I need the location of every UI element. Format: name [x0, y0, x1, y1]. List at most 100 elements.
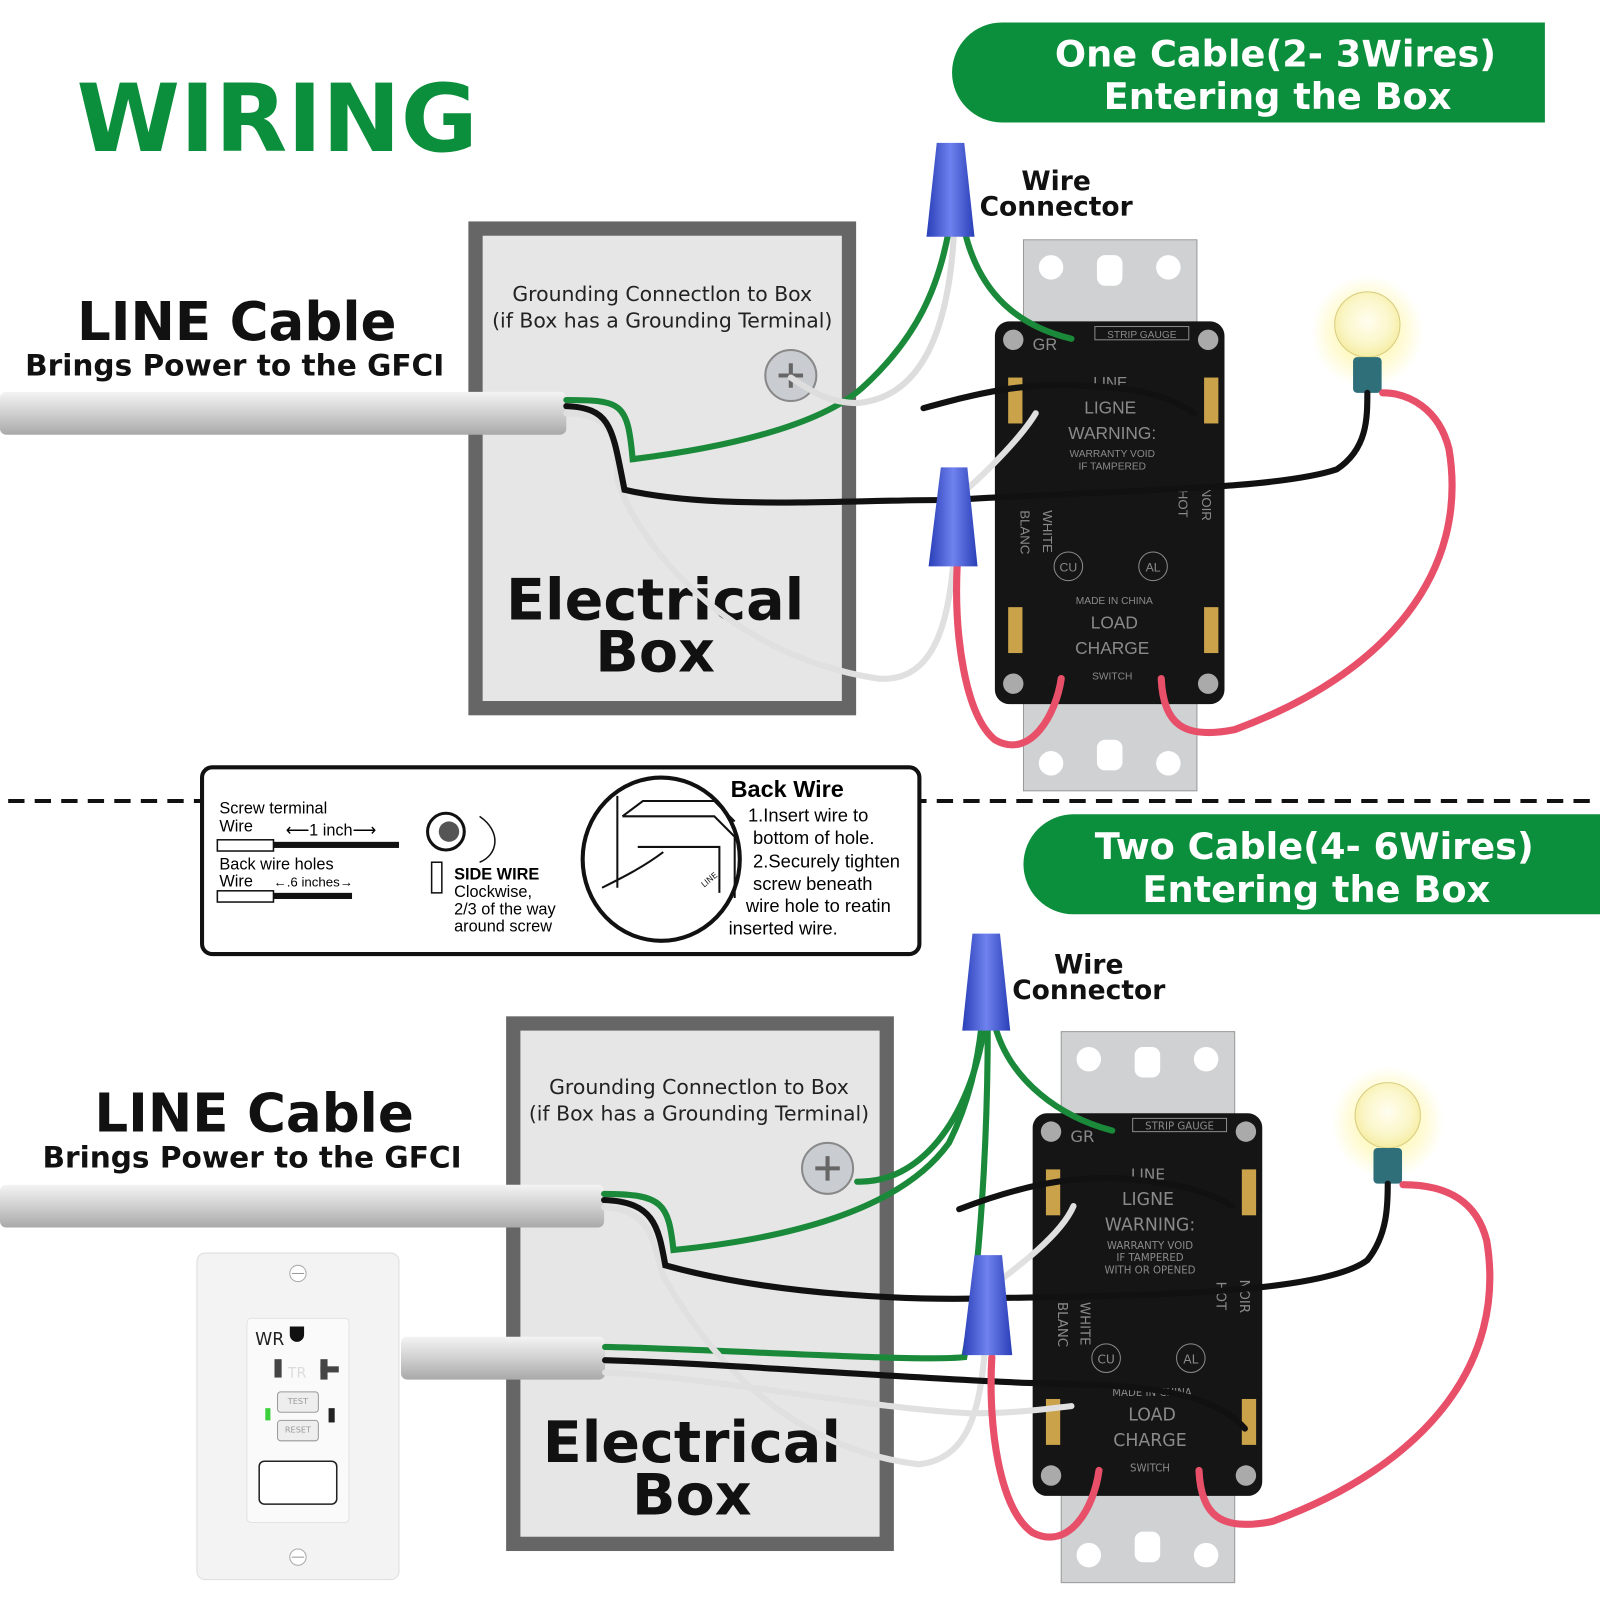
load-cable — [401, 1336, 606, 1380]
side-wire-line2: 2/3 of the way — [454, 900, 556, 918]
warning-label: WARNING: — [1105, 1216, 1195, 1236]
al-label: AL — [1146, 560, 1161, 574]
back-wire-illustration: LINE — [580, 775, 742, 943]
reset-label: RESET — [285, 1425, 311, 1435]
warranty-label-1: WARRANTY VOID — [1107, 1241, 1193, 1252]
cu-label: CU — [1060, 560, 1078, 574]
bottom-banner — [1023, 814, 1600, 915]
warranty-label-2: IF TAMPERED — [1116, 1253, 1183, 1264]
bottom-banner-line1: Two Cable(4- 6Wires) — [1095, 825, 1534, 868]
light-bulb-icon — [1311, 275, 1424, 393]
box-label-line2: Box — [632, 1462, 752, 1528]
white-label: WHITE — [1077, 1302, 1092, 1345]
test-label: TEST — [287, 1396, 308, 1406]
back-wire-line4: screw beneath — [753, 873, 872, 894]
made-in-label: MADE IN CHINA — [1076, 596, 1153, 607]
blanc-label: BLANC — [1017, 510, 1032, 555]
box-label-line2: Box — [595, 619, 715, 685]
wire-connector-icon — [928, 467, 978, 567]
blanc-label: BLANC — [1054, 1302, 1069, 1347]
line-cable — [0, 1184, 605, 1228]
strip-gauge-label: STRIP GAUGE — [1107, 330, 1177, 341]
electrical-box — [506, 1016, 894, 1552]
top-banner-line1: One Cable(2- 3Wires) — [1055, 32, 1496, 75]
gr-label: GR — [1033, 336, 1058, 354]
page-title: WIRING — [77, 65, 478, 174]
switch-label: SWITCH — [1092, 672, 1132, 683]
back-wire-title: Back Wire — [731, 776, 844, 802]
gfci-outlet-front: WR TR TEST RESET — [196, 1252, 400, 1581]
ligne-label: LIGNE — [1084, 397, 1136, 417]
screw-terminal-label: Screw terminal — [219, 799, 327, 817]
back-wire-line2: bottom of hole. — [753, 827, 874, 848]
instruction-panel: Screw terminal Wire ⟵1 inch⟶ Back wire h… — [200, 765, 922, 957]
white-label: WHITE — [1040, 510, 1055, 553]
grounding-note-line2: (if Box has a Grounding Terminal) — [492, 309, 832, 333]
wire-connector-label-line2: Connector — [980, 191, 1133, 222]
side-wire-line3: around screw — [454, 918, 552, 936]
charge-label: CHARGE — [1075, 638, 1149, 658]
back-wire-line5: wire hole to reatin — [745, 895, 891, 916]
warranty-label-3: WITH OR OPENED — [1104, 1265, 1195, 1276]
grounding-note-line1: Grounding Connectlon to Box — [512, 282, 812, 306]
top-banner-line2: Entering the Box — [1104, 75, 1452, 118]
warranty-label-1: WARRANTY VOID — [1070, 449, 1155, 460]
wire-connector-icon — [926, 142, 975, 237]
light-bulb-icon — [1331, 1066, 1444, 1184]
side-wire-title: SIDE WIRE — [454, 866, 539, 884]
back-wire-holes-wire-label: Wire — [219, 873, 253, 891]
bottom-wires — [601, 1022, 1494, 1541]
hot-label: HOT — [1212, 1282, 1227, 1311]
load-label: LOAD — [1091, 613, 1138, 633]
side-wire-icon — [426, 811, 496, 894]
wire-connector-label-line1: Wire — [1021, 166, 1090, 197]
top-banner — [952, 22, 1545, 123]
line-cable-title: LINE Cable — [77, 291, 397, 353]
line-cable-title: LINE Cable — [94, 1083, 414, 1145]
tr-label: TR — [287, 1366, 307, 1382]
wire-connector-icon — [962, 1255, 1013, 1356]
switch-label: SWITCH — [1130, 1463, 1170, 1474]
strip-gauge-label: STRIP GAUGE — [1145, 1122, 1214, 1133]
line-cable — [0, 391, 567, 435]
noir-label: NOIR — [1236, 1280, 1251, 1313]
screw-length-label: ⟵1 inch⟶ — [286, 822, 376, 840]
rocker-switch[interactable] — [258, 1460, 338, 1505]
top-wires — [563, 226, 1456, 749]
gfci-outlet-back: GR STRIP GAUGE LINE LIGNE WARNING: WARRA… — [994, 239, 1225, 792]
line-cable-subtitle: Brings Power to the GFCI — [42, 1140, 461, 1174]
box-label-line1: Electrical — [506, 567, 804, 633]
wire-connector-label-line1: Wire — [1054, 949, 1123, 980]
hot-label: HOT — [1176, 490, 1191, 518]
bottom-banner-line2: Entering the Box — [1142, 868, 1490, 911]
test-button[interactable] — [277, 1391, 319, 1413]
indicator-led — [265, 1408, 271, 1421]
wire-connector-label-line2: Connector — [1012, 975, 1165, 1006]
top-section: One Cable(2- 3Wires) Entering the Box LI… — [0, 22, 1545, 792]
back-length-label: ←.6 inches→ — [273, 875, 353, 890]
cu-label: CU — [1097, 1352, 1115, 1366]
al-label: AL — [1183, 1352, 1198, 1366]
line-cable-subtitle: Brings Power to the GFCI — [25, 349, 444, 383]
ligne-label: LIGNE — [1122, 1190, 1174, 1210]
bottom-section: Two Cable(4- 6Wires) Entering the Box LI… — [0, 814, 1600, 1584]
back-wire-line1: 1.Insert wire to — [748, 804, 868, 825]
gr-label: GR — [1070, 1127, 1094, 1146]
grounding-note-line1: Grounding Connectlon to Box — [549, 1075, 849, 1099]
electrical-box — [468, 221, 857, 716]
warranty-label-2: IF TAMPERED — [1078, 461, 1146, 472]
grounding-note-line2: (if Box has a Grounding Terminal) — [529, 1101, 869, 1125]
made-in-label: MADE IN CHINA — [1112, 1388, 1192, 1399]
side-wire-line1: Clockwise, — [454, 883, 532, 901]
noir-label: NOIR — [1199, 488, 1214, 521]
back-wire-line3: 2.Securely tighten — [753, 850, 900, 871]
ground-screw-icon — [801, 1141, 855, 1195]
screw-terminal-wire-label: Wire — [219, 818, 253, 836]
load-label: LOAD — [1128, 1405, 1176, 1425]
wr-label: WR — [255, 1330, 284, 1350]
back-wire-line6: inserted wire. — [729, 918, 838, 939]
reset-button[interactable] — [277, 1419, 319, 1442]
warning-label: WARNING: — [1068, 423, 1156, 443]
wire-connector-icon — [962, 933, 1011, 1031]
